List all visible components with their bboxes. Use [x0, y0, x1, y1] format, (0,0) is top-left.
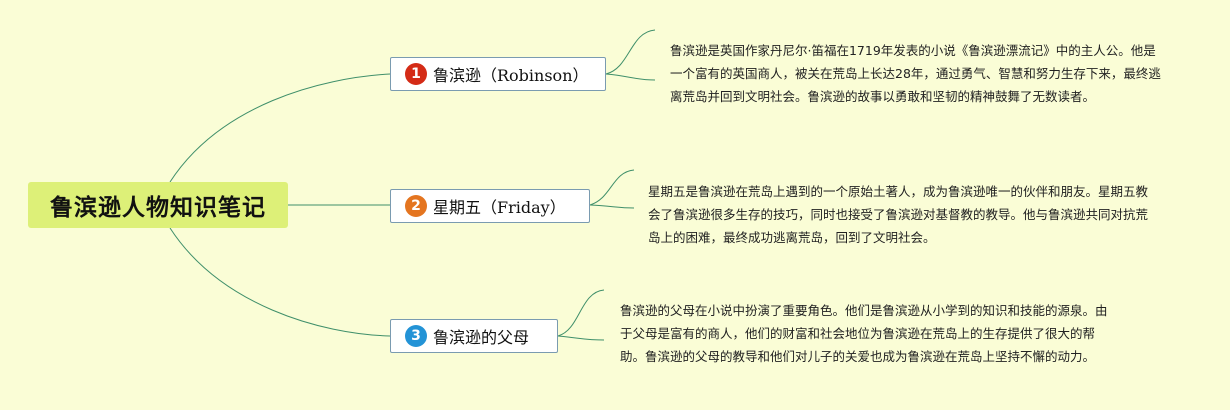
connector-branch-3-desc [557, 289, 605, 341]
description-robinson: 鲁滨逊是英国作家丹尼尔·笛福在1719年发表的小说《鲁滨逊漂流记》中的主人公。他… [670, 43, 1161, 104]
branch-parents[interactable]: 3 鲁滨逊的父母 [390, 319, 558, 353]
number-badge-2: 2 [405, 195, 427, 217]
branch-label: 星期五（Friday） [433, 198, 566, 217]
connector-central-branch-1 [169, 73, 391, 183]
description-parents: 鲁滨逊的父母在小说中扮演了重要角色。他们是鲁滨逊从小学到的知识和技能的源泉。由于… [620, 303, 1108, 364]
connector-branch-1-desc [605, 29, 656, 81]
branch-label: 鲁滨逊（Robinson） [433, 66, 589, 85]
central-topic[interactable]: 鲁滨逊人物知识笔记 [28, 182, 288, 228]
central-topic-label: 鲁滨逊人物知识笔记 [50, 195, 266, 221]
description-friday: 星期五是鲁滨逊在荒岛上遇到的一个原始土著人，成为鲁滨逊唯一的伙伴和朋友。星期五教… [648, 184, 1149, 245]
branch-friday[interactable]: 2 星期五（Friday） [390, 189, 590, 223]
connector-central-branch-3 [169, 227, 391, 337]
number-badge-1: 1 [405, 63, 427, 85]
number-badge-3: 3 [405, 325, 427, 347]
branch-robinson[interactable]: 1 鲁滨逊（Robinson） [390, 57, 606, 91]
branch-label: 鲁滨逊的父母 [433, 328, 530, 347]
connector-branch-2-desc [589, 169, 635, 209]
